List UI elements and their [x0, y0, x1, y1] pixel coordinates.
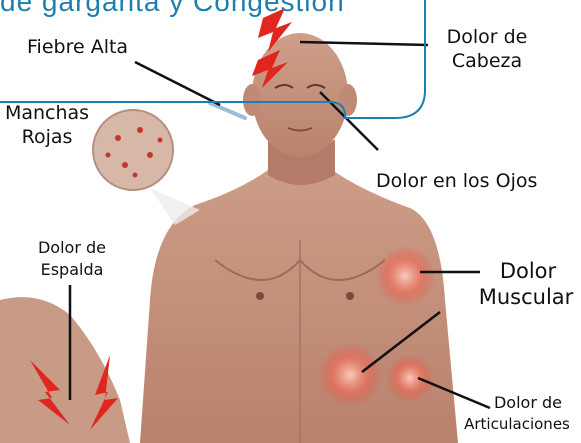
elbow-pain-glow	[318, 343, 382, 407]
muscle-pain-glow	[375, 246, 435, 306]
label-dolor-cabeza-line1: Dolor de	[432, 26, 542, 49]
label-articulaciones-line2: Articulaciones	[456, 413, 578, 436]
label-dolor-ojos: Dolor en los Ojos	[376, 170, 537, 193]
red-spots-magnifier	[93, 110, 200, 225]
label-dolor-cabeza-line2: Cabeza	[432, 50, 542, 73]
label-espalda-line2: Espalda	[22, 258, 122, 281]
label-muscular-line1: Dolor	[478, 260, 578, 283]
label-fiebre-alta: Fiebre Alta	[27, 36, 128, 59]
thermometer-icon	[210, 103, 245, 118]
label-articulaciones-line1: Dolor de	[478, 391, 578, 414]
header-title: de garganta y Congestión	[0, 0, 390, 18]
label-manchas-line1: Manchas	[4, 102, 90, 125]
joint-pain-glow	[386, 354, 434, 402]
label-espalda-line1: Dolor de	[22, 236, 122, 259]
back-figure	[0, 297, 130, 443]
label-muscular-line2: Muscular	[474, 286, 578, 309]
label-manchas-line2: Rojas	[4, 126, 90, 149]
